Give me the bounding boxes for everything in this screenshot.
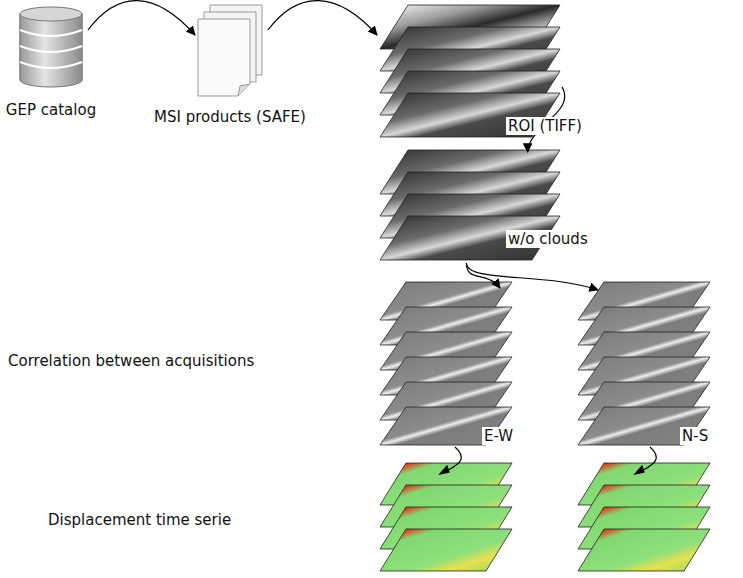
node-label: w/o clouds [506, 230, 590, 248]
node-label: MSI products (SAFE) [154, 108, 306, 126]
image-node: w/o clouds [380, 150, 560, 262]
flow-arrow [466, 263, 598, 290]
step-label: Displacement time serie [48, 511, 231, 529]
correlation-stack [380, 282, 512, 445]
image-node: ROI (TIFF) [380, 5, 560, 137]
image-node: E-W [380, 282, 512, 445]
displacement-stack [380, 463, 512, 571]
step-label: Correlation between acquisitions [8, 352, 254, 370]
flow-arrow [268, 1, 377, 35]
correlation-stack [578, 282, 710, 445]
image-node: MSI products (SAFE) [198, 5, 262, 96]
image-node: N-S [578, 282, 710, 445]
flow-arrow [440, 447, 656, 474]
image-node: GEP catalog [20, 5, 82, 89]
flow-arrow [88, 1, 195, 35]
node-label: GEP catalog [6, 101, 96, 119]
node-label: ROI (TIFF) [506, 117, 584, 135]
node-label: E-W [482, 427, 515, 445]
document-icon [198, 5, 262, 96]
node-label: N-S [680, 427, 710, 445]
displacement-stack [578, 463, 710, 571]
database-icon [20, 7, 82, 87]
